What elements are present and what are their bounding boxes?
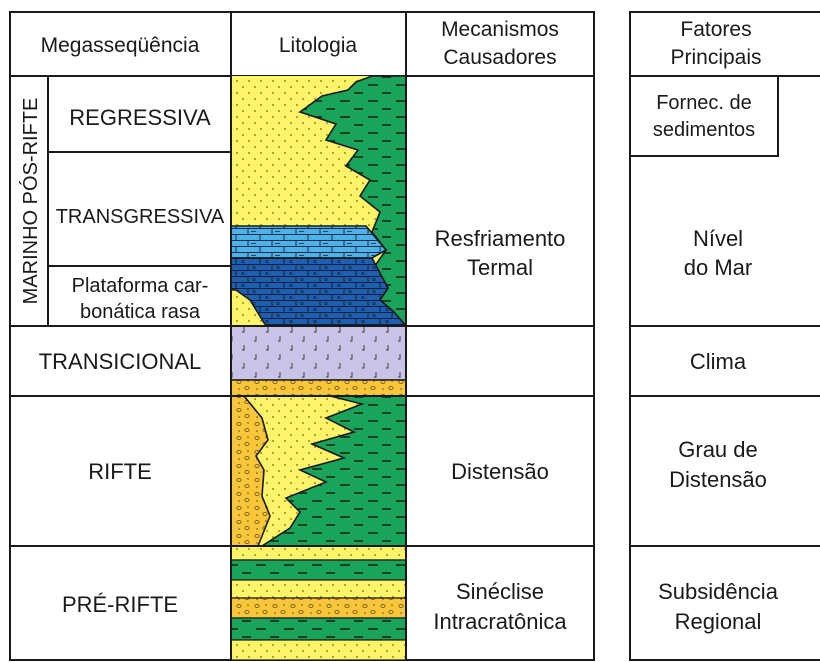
header-mecanismos-frame bbox=[405, 11, 595, 77]
mechanism-resfriamento-line2: Termal bbox=[467, 255, 533, 280]
label-rifte: RIFTE bbox=[88, 459, 152, 484]
lith-carbonate-light bbox=[230, 225, 388, 259]
group-label-marinho-pos-rifte: MARINHO PÓS-RIFTE bbox=[19, 98, 42, 305]
factors-header-line1: Fatores bbox=[680, 18, 751, 41]
factors-header-line2: Principais bbox=[670, 46, 761, 69]
header-mecanismos-line2: Causadores bbox=[443, 46, 556, 69]
lith-shale-rift bbox=[259, 395, 407, 547]
factor-fornec-box bbox=[629, 75, 779, 157]
label-plataforma-line2: bonática rasa bbox=[80, 301, 201, 323]
label-transicional: TRANSICIONAL bbox=[39, 349, 202, 374]
label-transgressiva: TRANSGRESSIVA bbox=[56, 206, 225, 228]
mechanism-sineclise-line2: Intracratônica bbox=[433, 609, 567, 634]
factor-grau-line2: Distensão bbox=[669, 467, 767, 492]
label-pre-rifte: PRÉ-RIFTE bbox=[62, 592, 178, 617]
lith-prerift-sand-3 bbox=[230, 639, 407, 661]
mechanism-resfriamento-line1: Resfriamento bbox=[435, 226, 566, 251]
header-megasequencia: Megasseqüência bbox=[41, 34, 200, 57]
lith-prerift-shale-2 bbox=[230, 617, 407, 641]
header-litologia: Litologia bbox=[279, 34, 358, 57]
lith-prerift-sand-2 bbox=[230, 579, 407, 599]
factors-body-frame bbox=[629, 75, 820, 661]
lith-prerift-sand-1 bbox=[230, 545, 407, 561]
lith-prerift-shale-1 bbox=[230, 559, 407, 581]
header-mecanismos-line1: Mecanismos bbox=[441, 18, 559, 41]
factor-subsid-line2: Regional bbox=[675, 609, 762, 634]
mechanism-distensao: Distensão bbox=[451, 459, 549, 484]
factor-clima: Clima bbox=[690, 349, 747, 374]
lith-transitional-conglomerate bbox=[230, 379, 407, 397]
label-regressiva: REGRESSIVA bbox=[69, 105, 211, 130]
lith-evaporite bbox=[230, 325, 407, 381]
factor-nivel-line2: do Mar bbox=[684, 255, 752, 280]
factor-fornec-line1: Fornec. de bbox=[656, 92, 752, 114]
factors-header-frame bbox=[629, 11, 820, 77]
factor-grau-line1: Grau de bbox=[678, 437, 758, 462]
factor-fornec-line2: sedimentos bbox=[653, 119, 755, 141]
mechanism-sineclise-line1: Sinéclise bbox=[456, 579, 544, 604]
label-plataforma-line1: Plataforma car- bbox=[72, 275, 209, 297]
factor-subsid-line1: Subsidência bbox=[658, 579, 779, 604]
factor-nivel-line1: Nível bbox=[693, 226, 743, 251]
header-row-frame bbox=[9, 11, 407, 77]
lith-prerift-conglomerate bbox=[230, 597, 407, 619]
